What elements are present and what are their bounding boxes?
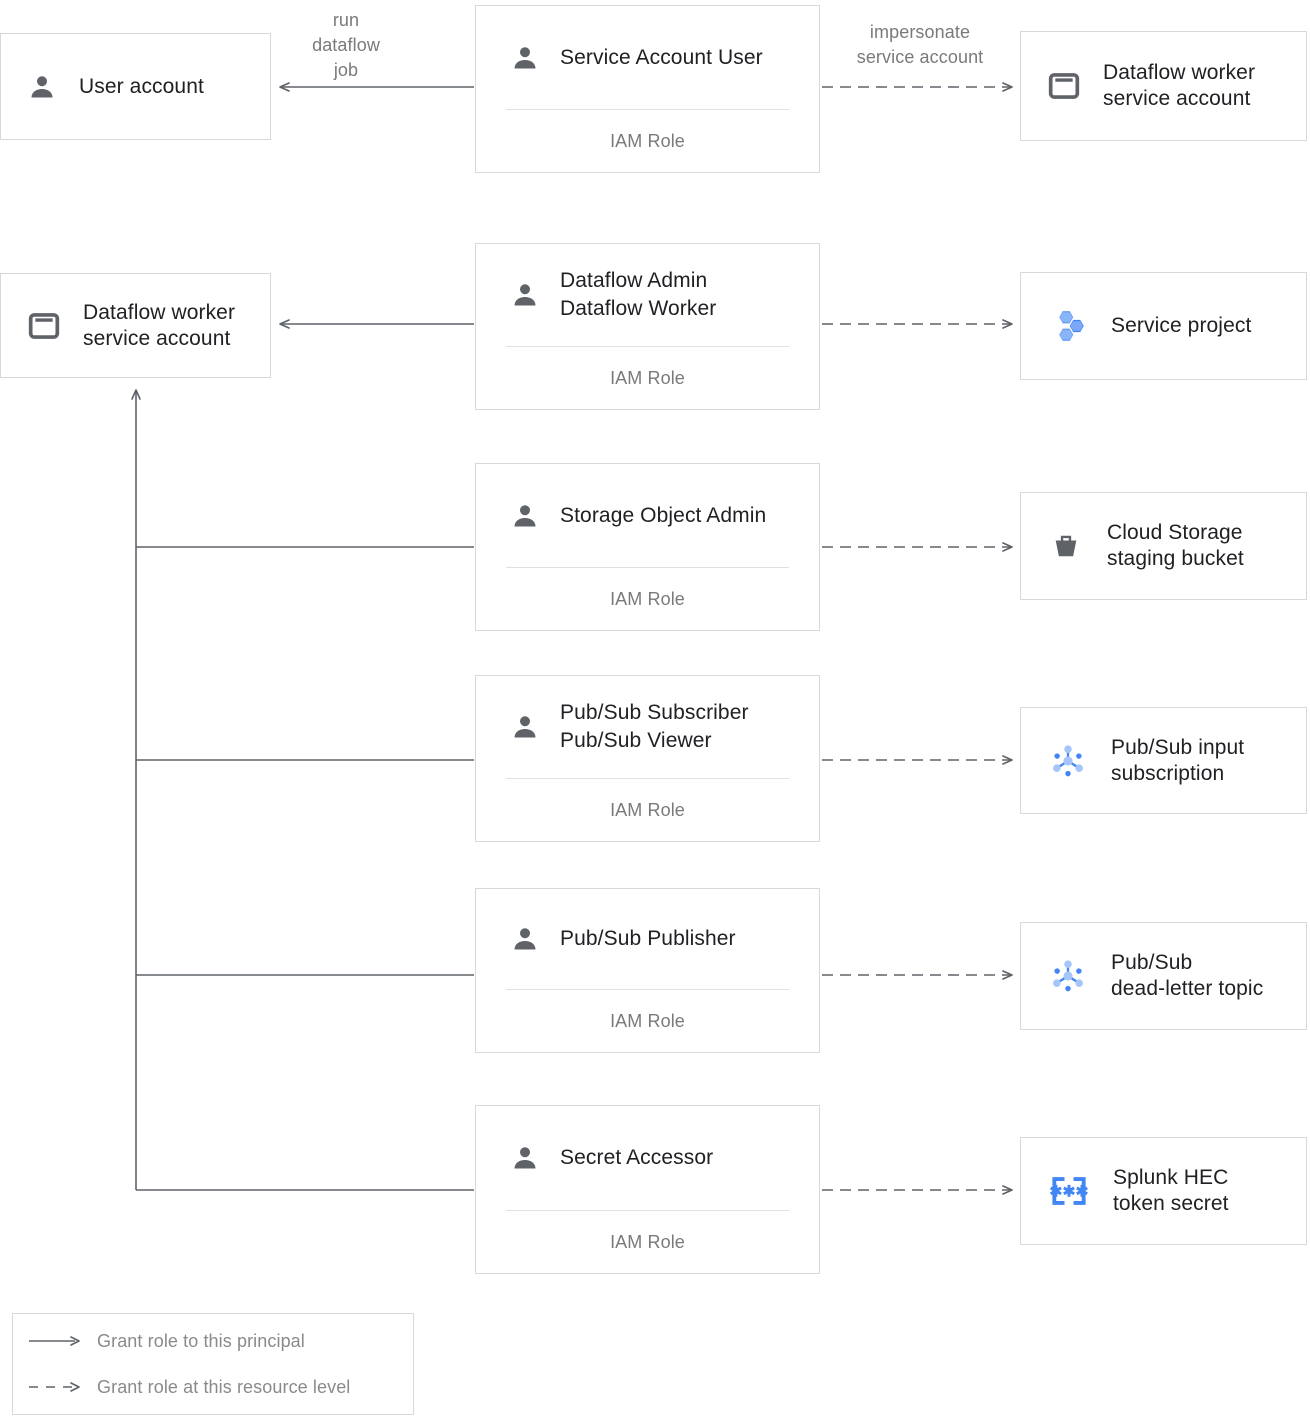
person-icon [510, 280, 540, 310]
pubsub-icon [1047, 955, 1089, 997]
person-icon [27, 72, 57, 102]
principal-label-line2: service account [83, 326, 231, 350]
resource-label-line1: Cloud Storage [1107, 521, 1243, 544]
resource-label-line1: Splunk HEC [1113, 1166, 1229, 1189]
cloud-storage-bucket-icon [1047, 527, 1085, 565]
resource-label: Cloud Storage staging bucket [1107, 520, 1244, 572]
resource-label-line2: token secret [1113, 1192, 1229, 1215]
resource-label-line1: Service project [1111, 314, 1252, 337]
solid-arrow-icon [13, 1334, 97, 1348]
role-line-1: Storage Object Admin [560, 503, 767, 527]
edge-label-impersonate-service-account: impersonate service account [830, 20, 1010, 70]
role-card-footer: IAM Role [610, 1231, 685, 1252]
principal-label: User account [79, 74, 204, 98]
role-card-title: Pub/Sub Subscriber Pub/Sub Viewer [560, 699, 749, 755]
role-card-pubsub-publisher[interactable]: Pub/Sub Publisher IAM Role [475, 888, 820, 1053]
principal-label: Dataflow worker service account [83, 300, 235, 352]
role-card-footer: IAM Role [610, 588, 685, 609]
project-hexagons-icon [1047, 305, 1089, 347]
role-card-storage-object-admin[interactable]: Storage Object Admin IAM Role [475, 463, 820, 631]
legend-label: Grant role to this principal [97, 1330, 305, 1351]
principal-label-line1: Dataflow worker [83, 300, 236, 324]
edge-label-run-dataflow-job: run dataflow job [286, 8, 406, 83]
role-line-2: Pub/Sub Viewer [560, 729, 712, 752]
edge-label-line: service account [856, 47, 984, 67]
resource-label: Dataflow worker service account [1103, 60, 1255, 112]
role-card-header: Pub/Sub Subscriber Pub/Sub Viewer [476, 676, 819, 778]
role-card-title: Dataflow Admin Dataflow Worker [560, 267, 716, 323]
role-card-footer: IAM Role [610, 130, 685, 151]
resource-label: Splunk HEC token secret [1113, 1165, 1229, 1217]
service-account-icon [1047, 69, 1081, 103]
resource-label: Pub/Sub dead-letter topic [1111, 950, 1263, 1002]
role-card-footer: IAM Role [610, 799, 685, 820]
role-line-1: Service Account User [560, 45, 763, 69]
role-line-1: Secret Accessor [560, 1146, 714, 1169]
resource-cloud-storage-staging-bucket[interactable]: Cloud Storage staging bucket [1020, 492, 1307, 600]
svg-text:✱✱✱: ✱✱✱ [1049, 1184, 1088, 1201]
service-account-icon [27, 309, 61, 343]
edge-label-line: run [332, 10, 360, 30]
role-card-title: Secret Accessor [560, 1144, 713, 1172]
edge-label-line: job [333, 60, 359, 80]
edge-label-line: dataflow [312, 35, 380, 55]
resource-label-line1: Pub/Sub input [1111, 735, 1245, 759]
role-card-header: Service Account User [476, 6, 819, 109]
resource-label: Service project [1111, 313, 1251, 339]
legend-label: Grant role at this resource level [97, 1376, 351, 1397]
role-card-divider [506, 346, 789, 347]
role-line-2: Dataflow Worker [560, 297, 717, 320]
resource-label-line2: staging bucket [1107, 547, 1244, 570]
resource-service-project[interactable]: Service project [1020, 272, 1307, 380]
role-card-title: Storage Object Admin [560, 502, 766, 530]
principal-user-account[interactable]: User account [0, 33, 271, 140]
role-line-1: Pub/Sub Publisher [560, 927, 736, 950]
person-icon [510, 43, 540, 73]
resource-label-line1: Pub/Sub [1111, 951, 1193, 974]
role-card-divider [506, 109, 789, 110]
role-card-divider [506, 778, 789, 779]
resource-dataflow-worker-service-account[interactable]: Dataflow worker service account [1020, 31, 1307, 141]
resource-pubsub-dead-letter-topic[interactable]: Pub/Sub dead-letter topic [1020, 922, 1307, 1030]
resource-label: Pub/Sub input subscription [1111, 735, 1244, 787]
role-card-pubsub-subscriber-viewer[interactable]: Pub/Sub Subscriber Pub/Sub Viewer IAM Ro… [475, 675, 820, 842]
resource-splunk-hec-token-secret[interactable]: ✱✱✱ Splunk HEC token secret [1020, 1137, 1307, 1245]
person-icon [510, 924, 540, 954]
role-card-divider [506, 567, 789, 568]
legend: Grant role to this principal Grant role … [12, 1313, 414, 1415]
role-card-divider [506, 989, 789, 990]
person-icon [510, 501, 540, 531]
secret-manager-icon: ✱✱✱ [1047, 1169, 1091, 1213]
pubsub-icon [1047, 740, 1089, 782]
role-card-title: Service Account User [560, 44, 763, 72]
edge-label-line: impersonate [869, 22, 971, 42]
principal-dataflow-worker-service-account[interactable]: Dataflow worker service account [0, 273, 271, 378]
resource-label-line2: service account [1103, 87, 1251, 110]
role-card-dataflow-admin-worker[interactable]: Dataflow Admin Dataflow Worker IAM Role [475, 243, 820, 410]
role-card-divider [506, 1210, 789, 1211]
dashed-arrow-icon [13, 1380, 97, 1394]
role-line-1: Dataflow Admin [560, 269, 708, 292]
resource-pubsub-input-subscription[interactable]: Pub/Sub input subscription [1020, 707, 1307, 814]
resource-label-line1: Dataflow worker [1103, 61, 1256, 84]
resource-label-line2: subscription [1111, 761, 1225, 785]
role-card-header: Storage Object Admin [476, 464, 819, 567]
role-card-service-account-user[interactable]: Service Account User IAM Role [475, 5, 820, 173]
role-card-secret-accessor[interactable]: Secret Accessor IAM Role [475, 1105, 820, 1274]
role-card-header: Secret Accessor [476, 1106, 819, 1210]
legend-item-grant-role-to-principal: Grant role to this principal [13, 1318, 413, 1364]
role-card-footer: IAM Role [610, 1010, 685, 1031]
role-line-1: Pub/Sub Subscriber [560, 701, 749, 724]
person-icon [510, 712, 540, 742]
role-card-footer: IAM Role [610, 367, 685, 388]
role-card-header: Pub/Sub Publisher [476, 889, 819, 989]
legend-item-grant-role-at-resource-level: Grant role at this resource level [13, 1364, 413, 1410]
role-card-header: Dataflow Admin Dataflow Worker [476, 244, 819, 346]
person-icon [510, 1143, 540, 1173]
resource-label-line2: dead-letter topic [1111, 977, 1264, 1000]
role-card-title: Pub/Sub Publisher [560, 925, 736, 953]
